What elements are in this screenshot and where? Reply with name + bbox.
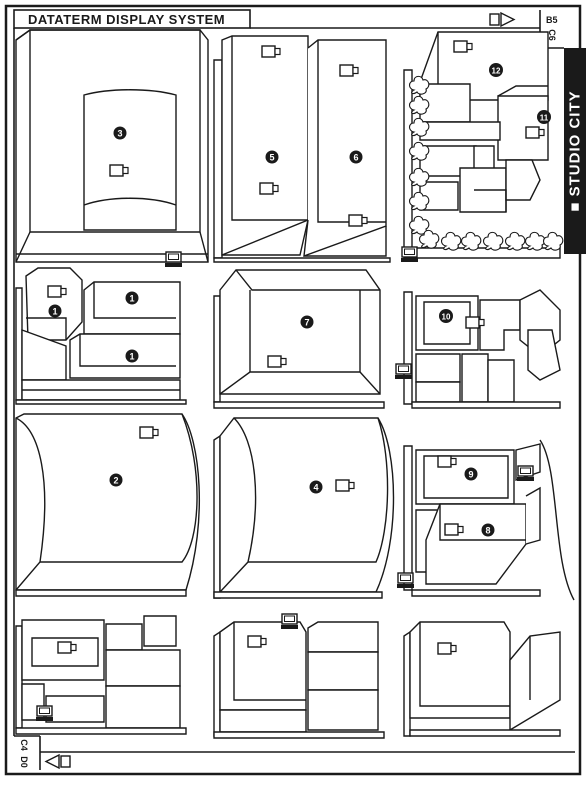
block-4: [213, 417, 395, 599]
building-badge-8[interactable]: 8: [481, 523, 495, 537]
terminal-icon[interactable]: [396, 572, 415, 589]
svg-text:7: 7: [304, 318, 309, 328]
svg-text:10: 10: [442, 313, 451, 322]
svg-text:12: 12: [492, 67, 501, 76]
svg-text:1: 1: [129, 352, 134, 362]
footer-bar: [14, 735, 575, 770]
header-bar: [13, 9, 564, 49]
grid-code-top-a: B5: [546, 15, 558, 25]
building-badge-2[interactable]: 2: [109, 473, 123, 487]
building-badge-9[interactable]: 9: [464, 467, 478, 481]
terminal-icon[interactable]: [400, 246, 419, 263]
building-badge-4[interactable]: 4: [309, 480, 323, 494]
district-tab[interactable]: ■ STUDIO CITY: [564, 48, 586, 254]
block-bottom-right: [403, 621, 561, 737]
building-badge-7[interactable]: 7: [300, 315, 314, 329]
building-badge-12[interactable]: 12: [489, 63, 503, 77]
building-badge-10[interactable]: 10: [439, 309, 453, 323]
terminal-icon[interactable]: [35, 705, 54, 722]
building-badge-3[interactable]: 3: [113, 126, 127, 140]
building-badge-1[interactable]: 1: [125, 349, 139, 363]
grid-code-bottom-a: C4: [18, 739, 29, 751]
building-badge-1[interactable]: 1: [125, 291, 139, 305]
district-label: ■ STUDIO CITY: [566, 90, 584, 212]
terminal-icon[interactable]: [516, 465, 535, 482]
grid-code-bottom-b: D0: [18, 756, 29, 768]
arrow-left-icon[interactable]: [44, 753, 71, 770]
svg-text:5: 5: [269, 153, 274, 163]
terminal-icon[interactable]: [394, 363, 413, 380]
svg-text:3: 3: [117, 129, 122, 139]
svg-text:2: 2: [113, 476, 118, 486]
building-badge-1[interactable]: 1: [48, 304, 62, 318]
page-title: DATATERM DISPLAY SYSTEM: [28, 12, 226, 27]
block-7: [213, 269, 385, 409]
block-1: [15, 267, 187, 405]
svg-text:9: 9: [468, 470, 473, 480]
terminal-icon[interactable]: [164, 251, 183, 268]
building-badge-11[interactable]: 11: [537, 110, 551, 124]
terminal-icon[interactable]: [280, 613, 299, 630]
block-11-12: [403, 31, 561, 259]
svg-text:11: 11: [540, 114, 549, 123]
svg-text:1: 1: [52, 307, 57, 317]
block-5-6: [213, 35, 391, 263]
grid-code-top-b: C6: [546, 29, 557, 41]
building-badge-6[interactable]: 6: [349, 150, 363, 164]
svg-text:1: 1: [129, 294, 134, 304]
building-badge-5[interactable]: 5: [265, 150, 279, 164]
block-bottom-middle: [213, 621, 385, 739]
block-bottom-left: [15, 615, 187, 735]
svg-text:8: 8: [485, 526, 490, 536]
block-2: [15, 413, 201, 597]
svg-text:6: 6: [353, 153, 358, 163]
block-3: [15, 29, 209, 263]
arrow-right-icon[interactable]: [489, 11, 516, 28]
svg-text:4: 4: [313, 483, 318, 493]
